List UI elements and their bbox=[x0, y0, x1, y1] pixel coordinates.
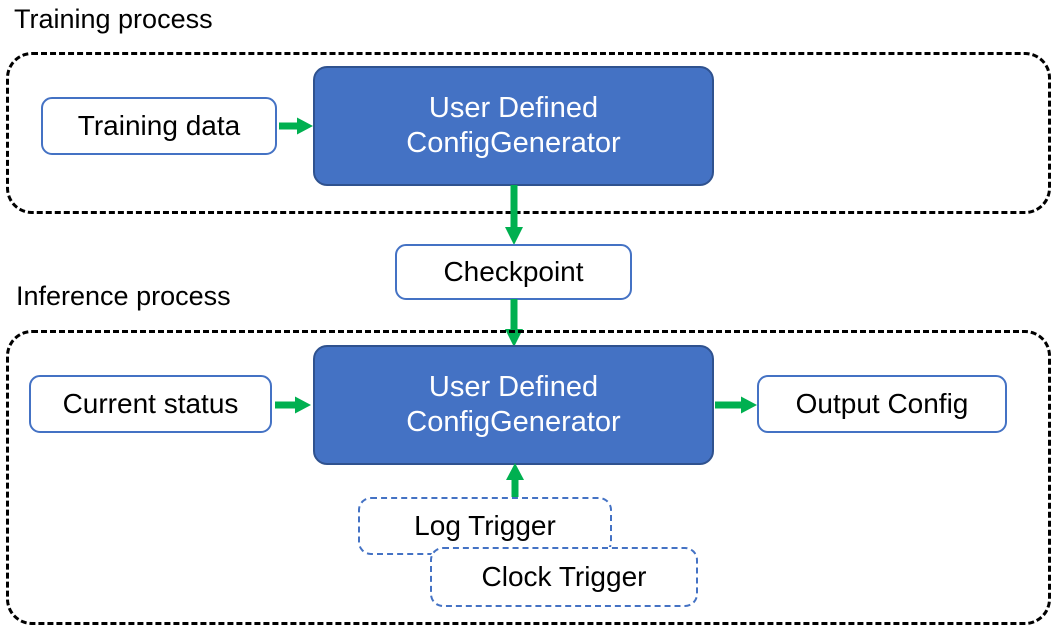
node-inference-config-generator-line2: ConfigGenerator bbox=[406, 406, 621, 438]
node-current-status-label: Current status bbox=[62, 388, 239, 420]
node-training-data-label: Training data bbox=[77, 110, 241, 142]
training-process-caption: Training process bbox=[14, 4, 213, 34]
node-training-config-generator[interactable]: User Defined ConfigGenerator bbox=[313, 66, 714, 186]
node-output-config-label: Output Config bbox=[795, 388, 969, 420]
node-training-data[interactable]: Training data bbox=[41, 97, 277, 155]
node-inference-config-generator-line1: User Defined bbox=[428, 370, 599, 403]
node-checkpoint[interactable]: Checkpoint bbox=[395, 244, 632, 300]
node-clock-trigger[interactable]: Clock Trigger bbox=[430, 547, 698, 607]
node-inference-config-generator[interactable]: User Defined ConfigGenerator bbox=[313, 345, 714, 465]
training-process-group bbox=[6, 52, 1051, 214]
node-output-config[interactable]: Output Config bbox=[757, 375, 1007, 433]
node-training-config-generator-line2: ConfigGenerator bbox=[406, 127, 621, 159]
node-clock-trigger-label: Clock Trigger bbox=[481, 561, 647, 593]
node-log-trigger-label: Log Trigger bbox=[414, 510, 556, 542]
node-training-config-generator-line1: User Defined bbox=[428, 91, 599, 124]
node-current-status[interactable]: Current status bbox=[29, 375, 272, 433]
inference-process-caption: Inference process bbox=[16, 281, 231, 311]
node-log-trigger[interactable]: Log Trigger bbox=[358, 497, 612, 555]
node-checkpoint-label: Checkpoint bbox=[443, 256, 584, 288]
inference-process-group bbox=[6, 330, 1051, 625]
